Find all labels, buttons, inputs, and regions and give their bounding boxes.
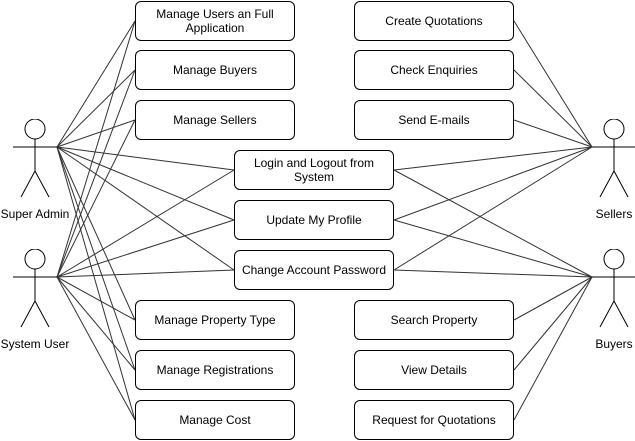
usecase-send-emails: Send E-mails xyxy=(354,100,514,140)
association-line-buyers-login_logout xyxy=(393,169,593,278)
actor-label-sellers: Sellers xyxy=(595,207,633,221)
association-line-sellers-create_quotations xyxy=(513,20,593,148)
usecase-login-logout: Login and Logout from System xyxy=(234,150,394,190)
usecase-manage-registrations: Manage Registrations xyxy=(135,350,295,390)
usecase-change-password: Change Account Password xyxy=(234,250,394,290)
association-line-super_admin-manage_sellers xyxy=(56,119,136,148)
association-line-super_admin-manage_registrations xyxy=(56,146,136,371)
association-line-sellers-change_password xyxy=(393,146,593,271)
association-line-system_user-manage_cost xyxy=(56,276,136,421)
association-line-buyers-view_details xyxy=(513,276,593,371)
association-line-sellers-update_profile xyxy=(393,146,593,221)
actor-super-admin xyxy=(10,119,60,198)
actor-system-user xyxy=(10,249,60,328)
usecase-manage-property-type: Manage Property Type xyxy=(135,300,295,340)
usecase-view-details: View Details xyxy=(354,350,514,390)
association-line-system_user-manage_users xyxy=(56,20,136,278)
association-line-buyers-search_property xyxy=(513,276,593,321)
association-line-super_admin-manage_cost xyxy=(56,146,136,421)
association-line-sellers-login_logout xyxy=(393,146,593,171)
usecase-manage-buyers: Manage Buyers xyxy=(135,50,295,90)
association-line-system_user-manage_buyers xyxy=(56,69,136,278)
association-line-sellers-check_enquiries xyxy=(513,69,593,148)
actor-label-super-admin: Super Admin xyxy=(0,207,70,221)
association-line-super_admin-manage_buyers xyxy=(56,69,136,148)
stick-figure-icon xyxy=(13,249,57,328)
usecase-update-profile: Update My Profile xyxy=(234,200,394,240)
association-line-super_admin-manage_property_type xyxy=(56,146,136,321)
usecase-manage-cost: Manage Cost xyxy=(135,400,295,440)
association-line-buyers-update_profile xyxy=(393,219,593,278)
usecase-create-quotations: Create Quotations xyxy=(354,1,514,41)
association-line-system_user-update_profile xyxy=(56,219,235,278)
usecase-manage-sellers: Manage Sellers xyxy=(135,100,295,140)
association-line-system_user-change_password xyxy=(56,269,235,278)
association-line-super_admin-manage_users xyxy=(56,20,136,148)
association-line-buyers-change_password xyxy=(393,269,593,278)
actor-label-system-user: System User xyxy=(0,337,70,351)
association-line-buyers-request_quotations xyxy=(513,276,593,421)
actor-label-buyers: Buyers xyxy=(595,337,633,351)
usecase-request-quotations: Request for Quotations xyxy=(354,400,514,440)
association-line-system_user-login_logout xyxy=(56,169,235,278)
stick-figure-icon xyxy=(13,119,57,198)
stick-figure-icon xyxy=(592,249,635,328)
usecase-search-property: Search Property xyxy=(354,300,514,340)
usecase-check-enquiries: Check Enquiries xyxy=(354,50,514,90)
association-line-system_user-manage_registrations xyxy=(56,276,136,371)
usecase-manage-users: Manage Users an Full Application xyxy=(135,1,295,41)
association-line-super_admin-change_password xyxy=(56,146,235,271)
association-line-super_admin-update_profile xyxy=(56,146,235,221)
actor-sellers xyxy=(589,119,635,198)
association-line-super_admin-login_logout xyxy=(56,146,235,171)
association-line-system_user-manage_property_type xyxy=(56,276,136,321)
association-line-sellers-send_emails xyxy=(513,119,593,148)
stick-figure-icon xyxy=(592,119,635,198)
association-line-system_user-manage_sellers xyxy=(56,119,136,278)
actor-buyers xyxy=(589,249,635,328)
